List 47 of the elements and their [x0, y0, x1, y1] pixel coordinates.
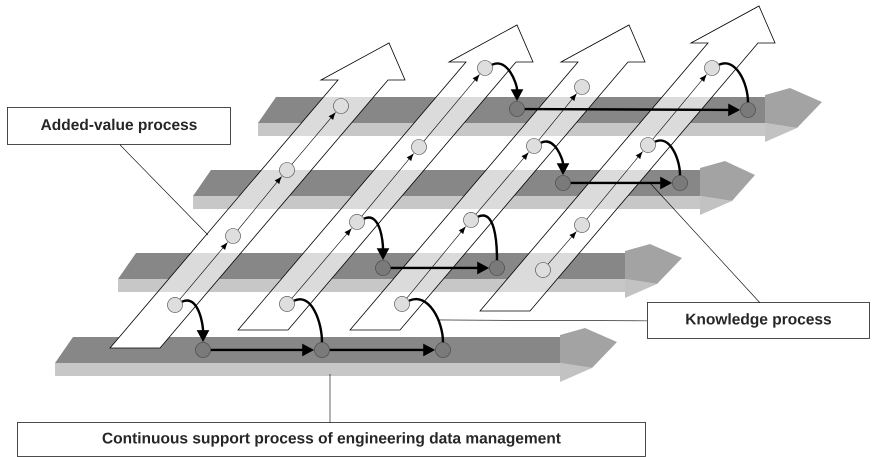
step-circle — [535, 262, 551, 278]
arrow — [476, 152, 528, 214]
step-circle — [463, 212, 479, 228]
step-circle — [279, 162, 295, 178]
leader-line — [650, 182, 760, 304]
arrow — [538, 94, 577, 140]
node-circle — [555, 175, 571, 191]
arrow — [362, 154, 414, 216]
arrow — [586, 152, 643, 220]
curved-line — [408, 298, 444, 342]
step-circle — [411, 139, 427, 155]
step-circle — [477, 60, 493, 76]
step-circle — [279, 296, 295, 312]
step-circle — [704, 60, 720, 76]
step-circle — [574, 217, 590, 233]
label-box: Continuous support process of engineering data management — [17, 422, 646, 457]
leader-line — [436, 320, 648, 322]
node-circle — [314, 342, 330, 358]
arrow — [548, 232, 576, 264]
curved-line — [478, 214, 498, 260]
step-circle — [640, 137, 656, 153]
step-circle — [225, 228, 241, 244]
label-box: Added-value process — [7, 107, 231, 145]
node-circle — [195, 342, 211, 358]
curved-line — [654, 139, 682, 176]
arrow — [652, 74, 707, 140]
node-circle — [672, 175, 688, 191]
arrow — [292, 112, 336, 164]
step-circle — [167, 297, 183, 313]
arrow — [406, 226, 466, 298]
step-circle — [333, 98, 349, 114]
arrow — [180, 242, 228, 300]
node-circle — [489, 260, 505, 276]
node-circle — [435, 342, 451, 358]
arrow — [424, 74, 480, 142]
arrow — [238, 176, 282, 230]
node-circle — [509, 101, 525, 117]
label-box: Knowledge process — [647, 302, 870, 339]
leader-line — [120, 144, 208, 236]
node-circle — [740, 102, 756, 118]
step-circle — [526, 138, 542, 154]
step-circle — [349, 214, 365, 230]
step-circle — [394, 296, 410, 312]
arrow — [292, 228, 352, 298]
step-circle — [574, 79, 590, 95]
node-circle — [375, 260, 391, 276]
curved-line — [294, 298, 324, 342]
